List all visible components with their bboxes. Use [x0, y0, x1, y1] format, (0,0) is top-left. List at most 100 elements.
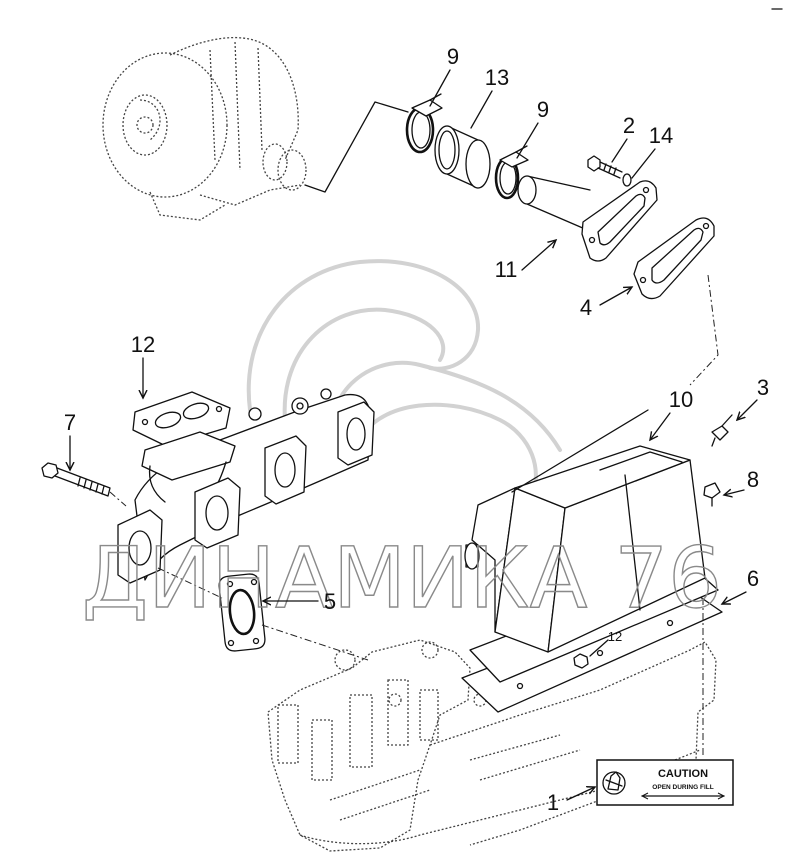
manifold-port-3-opening [274, 452, 296, 488]
warning-icon-symbol [605, 771, 623, 791]
flange-gasket-outline [633, 217, 715, 300]
manifold-boss-hole [296, 402, 304, 410]
manifold-port-1 [117, 509, 163, 584]
warning-icon-ring [602, 771, 626, 795]
caution-text: OPEN DURING FILL [652, 784, 713, 791]
caution-label-frame [596, 759, 734, 806]
bolt-head [587, 155, 601, 172]
logo-swirl-inner [328, 360, 562, 452]
outlet-gasket-hole [215, 405, 223, 413]
gasket-center-lines [157, 567, 369, 661]
clamp-housing-upper [411, 99, 443, 117]
manifold-port-4-opening [346, 417, 366, 451]
callout-washer: 14 [649, 123, 673, 148]
callout-drain-plug: 8 [747, 467, 759, 492]
leader-bolt [611, 138, 628, 163]
manifold-port-2 [194, 477, 241, 549]
port-gasket [218, 573, 266, 652]
leader-caution-label [566, 787, 595, 801]
hose [434, 125, 491, 189]
drain-cock [711, 414, 733, 447]
drain-cock-handle [711, 414, 733, 447]
turbo-hub [136, 116, 154, 134]
callout-clamp-lower: 9 [537, 97, 549, 122]
outlet-gasket-outline [132, 391, 231, 447]
callout-caution-label: 1 [547, 790, 559, 815]
hose-bore [438, 130, 456, 170]
port-gasket-hole [226, 580, 234, 588]
exchanger-ribs [599, 451, 683, 611]
elbow-tube [526, 175, 593, 233]
manifold-bolt-head [41, 462, 59, 479]
callout-elbow: 11 [495, 257, 518, 282]
manifold-bolt-shank [54, 467, 111, 497]
leader-clamp-lower [516, 122, 539, 159]
leader-drain-plug [724, 490, 745, 495]
elbow-bolt-hole [588, 236, 596, 244]
flange-bolt-hole [516, 682, 524, 690]
engine-block-outline [429, 641, 717, 846]
outlet-gasket-port-left [154, 411, 182, 429]
engine-boss [421, 641, 439, 659]
callout-heat-exchanger: 10 [669, 387, 693, 412]
callout-port-gasket: 5 [324, 589, 336, 614]
port-gasket-hole [250, 578, 258, 586]
callout-exchanger-bolt: 12 [608, 629, 622, 644]
flange-bolt-hole [596, 649, 604, 657]
manifold-boss [248, 407, 262, 421]
manifold-port-1-opening [128, 530, 152, 566]
manifold-port-3 [264, 435, 307, 505]
turbo-connection-line [304, 101, 409, 193]
engine-boss [334, 649, 356, 671]
manifold-bolt [41, 462, 111, 497]
logo-swirl-tail [358, 402, 538, 502]
leader-clamp-upper [429, 69, 451, 107]
drain-cock-body [711, 425, 729, 441]
rocker-post [277, 704, 299, 764]
exchanger-bolt [573, 653, 589, 669]
caution-title: CAUTION [658, 768, 708, 780]
callout-hose: 13 [485, 65, 509, 90]
leader-heat-exchanger [650, 412, 671, 440]
logo-swirl-middle [282, 307, 446, 422]
logo-swirl-outer [246, 259, 481, 412]
heat-exchanger [461, 409, 723, 713]
leader-mounting-gasket [722, 591, 747, 604]
exchanger-top-face [514, 445, 691, 509]
rocker-post [311, 719, 333, 781]
manifold-boss [320, 388, 332, 400]
turbo-outlet-ring [262, 143, 288, 181]
leader-hose [470, 90, 493, 129]
leader-drain-cock [737, 399, 758, 420]
callout-clamp-upper: 9 [447, 44, 459, 69]
lock-washer [622, 173, 632, 187]
clamp-screw-lower [515, 145, 528, 153]
turbo-inlet [122, 94, 168, 156]
watermark: ДИНАМИКА 76 [82, 529, 722, 627]
callout-bolt: 2 [623, 113, 635, 138]
engine-boss [388, 693, 402, 707]
turbo-scroll-housing [102, 52, 228, 198]
manifold-port-4 [337, 401, 375, 466]
callout-manifold-bolt: 7 [64, 410, 76, 435]
elbow-adapter [517, 175, 658, 262]
rocker-post [349, 694, 373, 768]
callout-flange-gasket: 4 [580, 295, 592, 320]
manifold-boss [291, 397, 309, 415]
elbow-flange-opening [597, 193, 646, 246]
flange-to-exchanger-line [689, 274, 719, 386]
hose-end-right [465, 139, 491, 189]
drain-plug-head [703, 482, 721, 499]
turbo-outlet [277, 149, 307, 191]
exhaust-manifold [117, 388, 375, 584]
exchanger-reference-line [511, 409, 649, 493]
bolt-shank [597, 161, 623, 179]
rocker-post [387, 679, 409, 746]
callout-outlet-gasket: 12 [131, 332, 155, 357]
port-gasket-outline [218, 573, 266, 652]
callout-mounting-gasket: 6 [747, 566, 759, 591]
leader-flange-gasket [599, 287, 632, 306]
flange-gasket-opening [651, 227, 704, 284]
